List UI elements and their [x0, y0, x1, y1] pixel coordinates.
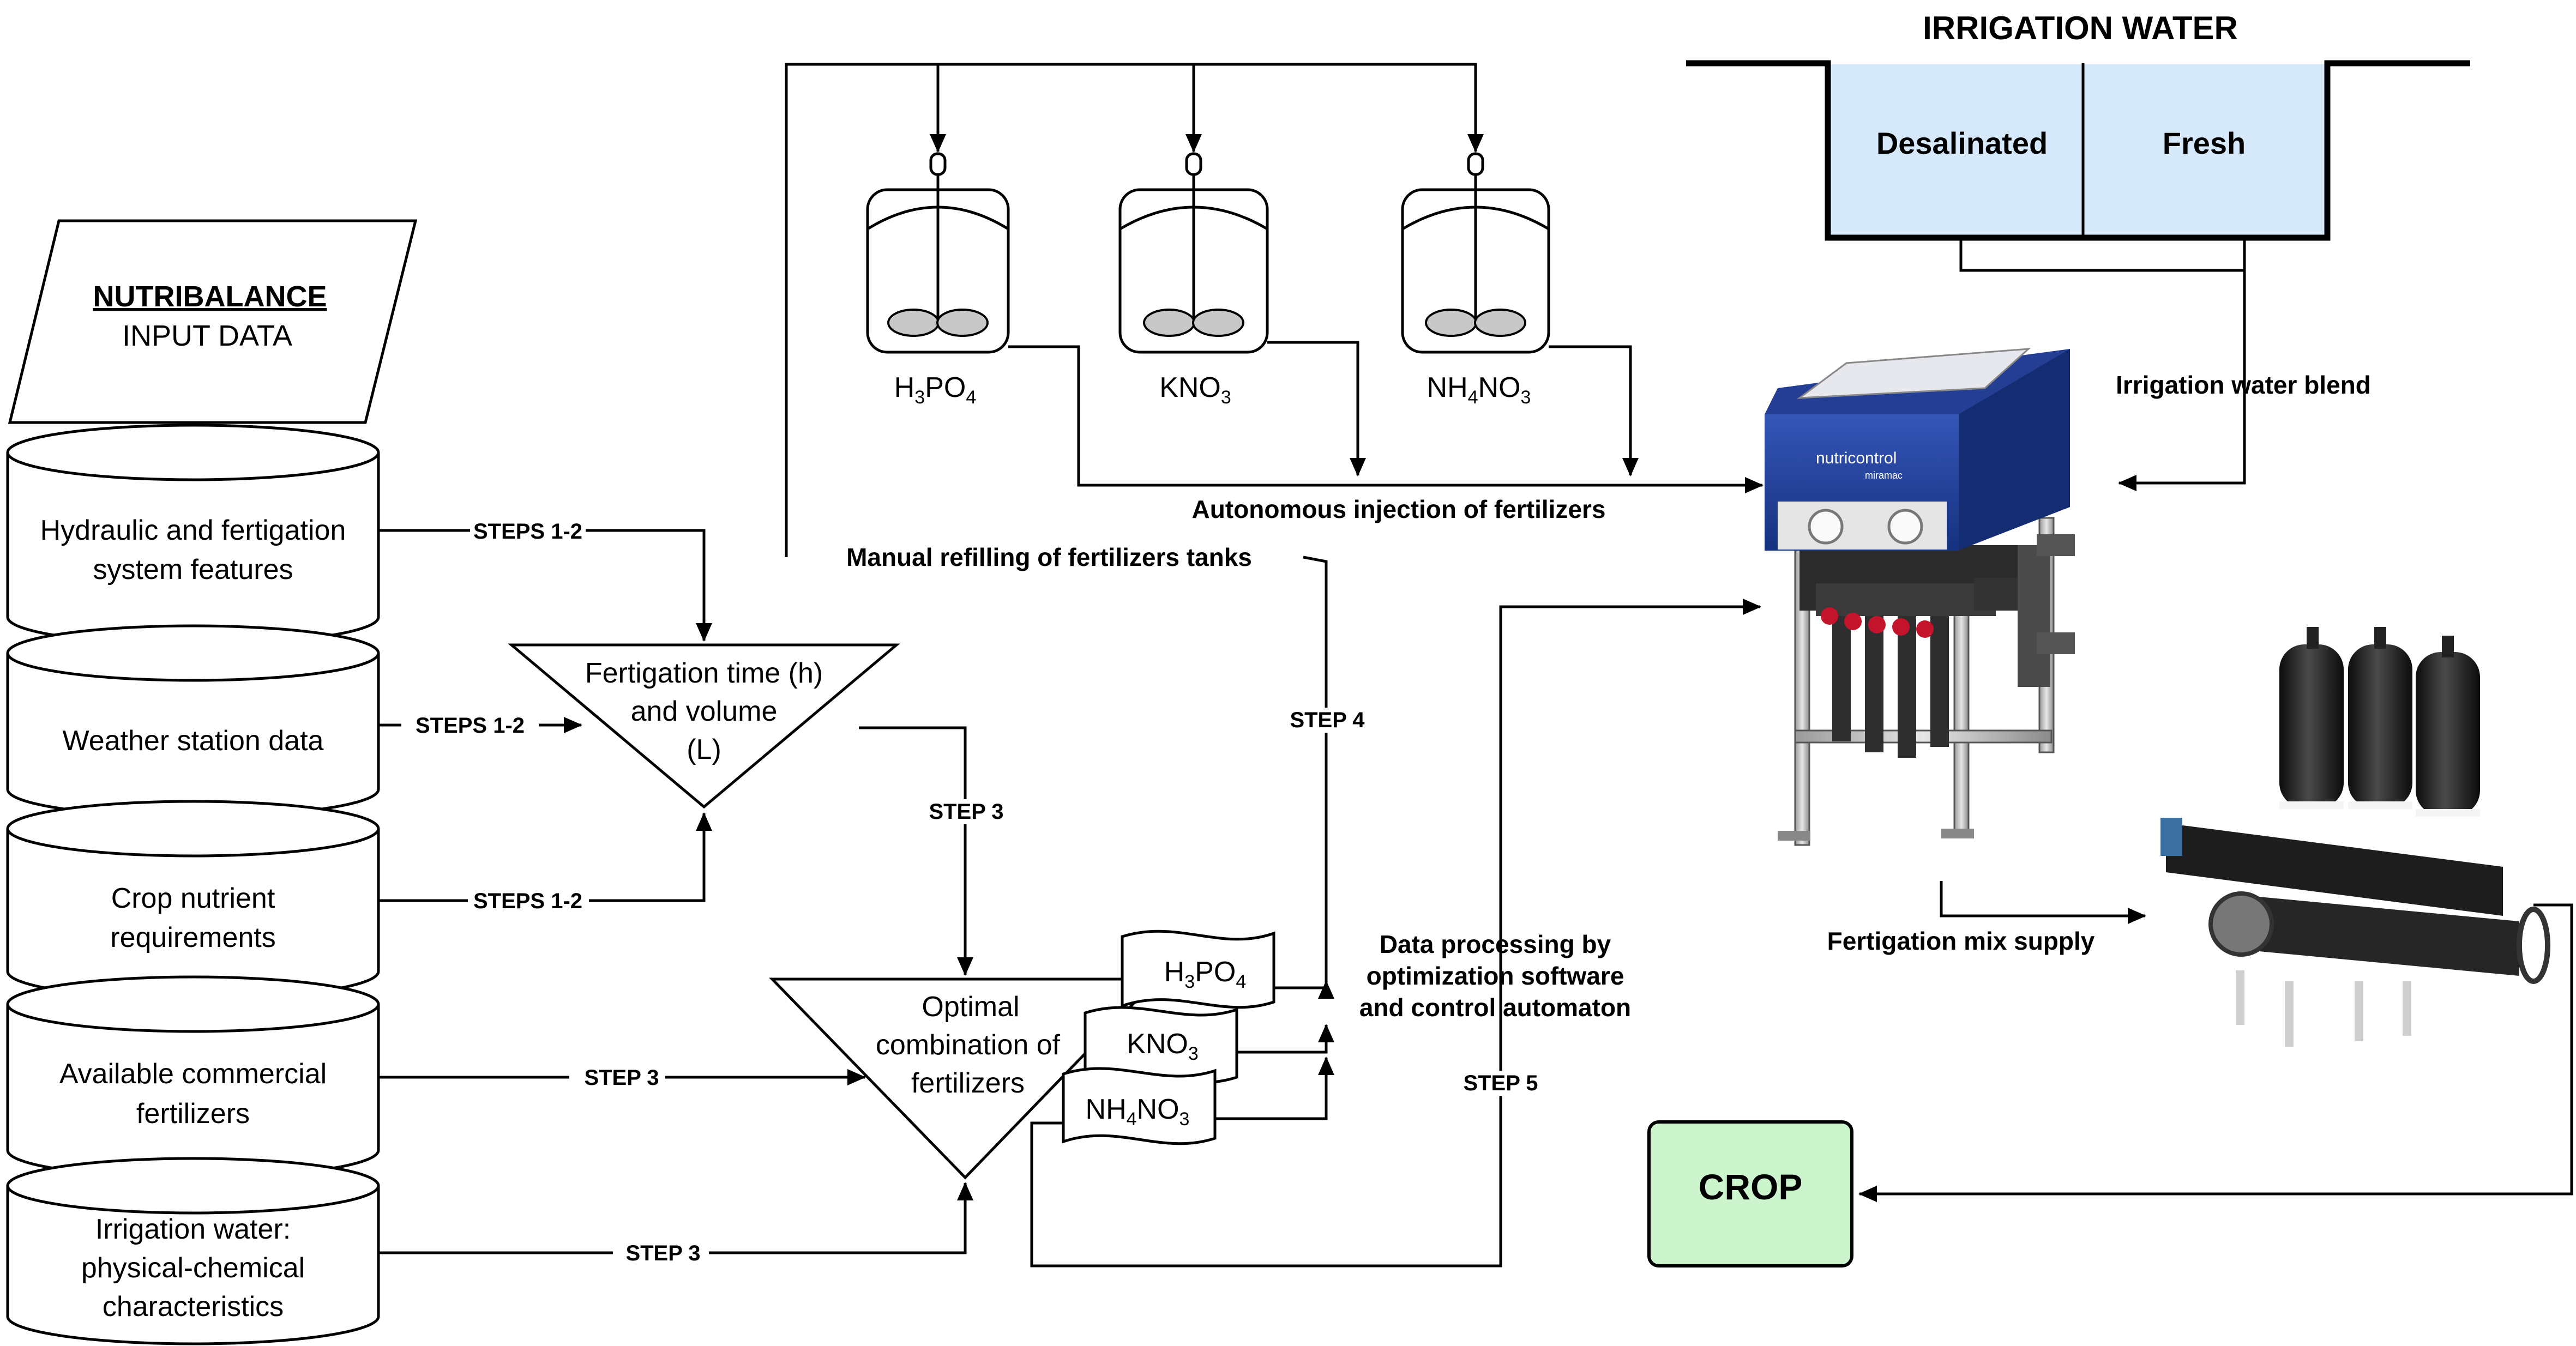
fresh-label: Fresh: [2163, 126, 2246, 160]
tank-nh4no3-label: NH4NO3: [1427, 372, 1531, 408]
database-crop-nutrient-line2: requirements: [110, 922, 275, 953]
fertigation-time-line1: Fertigation time (h): [585, 657, 823, 689]
fertigation-time-line2: and volume: [631, 696, 778, 727]
tank-kno3: KNO3: [1118, 152, 1269, 408]
optimal-combination-node: Optimal combination of fertilizers: [769, 977, 1160, 1180]
database-weather-line1: Weather station data: [63, 725, 324, 757]
disk-filters-image: [2160, 627, 2550, 1047]
desalinated-label: Desalinated: [1876, 126, 2048, 160]
database-fertilizers-line1: Available commercial: [59, 1058, 327, 1090]
optimal-line3: fertilizers: [911, 1067, 1025, 1099]
database-crop-nutrient: Crop nutrient requirements: [6, 800, 380, 1000]
crop-label: CROP: [1699, 1167, 1803, 1207]
database-irrigation-water-line3: characteristics: [103, 1291, 284, 1323]
data-processing-label-3: and control automaton: [1359, 993, 1631, 1022]
step-label-6: STEP 3: [625, 1241, 700, 1265]
step-label-1: STEPS 1-2: [473, 520, 582, 544]
step-label-4: STEP 3: [929, 800, 1003, 824]
tank-kno3-label: KNO3: [1159, 372, 1231, 408]
irrigation-blend-label: Irrigation water blend: [2116, 371, 2371, 399]
fertigation-time-node: Fertigation time (h) and volume (L): [508, 643, 900, 809]
fertigation-mix-supply-label: Fertigation mix supply: [1827, 927, 2095, 955]
database-fertilizers: Available commercial fertilizers: [6, 975, 380, 1179]
input-subtitle: INPUT DATA: [122, 319, 292, 352]
data-processing-label-2: optimization software: [1367, 962, 1624, 990]
step-label-5: STEP 3: [584, 1066, 659, 1090]
database-weather: Weather station data: [6, 624, 380, 818]
irrigation-water-reservoir: IRRIGATION WATER Desalinated Fresh: [1686, 10, 2470, 241]
tank-h3po4-label: H3PO4: [894, 372, 977, 408]
tank-h3po4: H3PO4: [866, 152, 1010, 408]
database-hydraulic: Hydraulic and fertigation system feature…: [6, 424, 380, 646]
database-irrigation-water: Irrigation water: physical-chemical char…: [6, 1157, 380, 1345]
tank-nh4no3: NH4NO3: [1401, 152, 1550, 408]
autonomous-injection-label: Autonomous injection of fertilizers: [1191, 495, 1605, 523]
controller-brand: nutricontrol: [1816, 449, 1897, 467]
doc-kno3: KNO3: [1084, 1006, 1238, 1084]
database-irrigation-water-line1: Irrigation water:: [95, 1214, 291, 1245]
step-label-7: STEP 4: [1290, 708, 1365, 732]
step-label-8: STEP 5: [1463, 1071, 1538, 1095]
data-processing-label-1: Data processing by: [1380, 930, 1611, 958]
input-data-block: NUTRIBALANCE INPUT DATA: [8, 219, 418, 424]
database-crop-nutrient-line1: Crop nutrient: [111, 883, 275, 914]
database-hydraulic-line1: Hydraulic and fertigation: [40, 515, 346, 546]
doc-h3po4-label: H3PO4: [1164, 956, 1247, 992]
step-labels: STEPS 1-2 STEPS 1-2 STEPS 1-2 STEP 3 STE…: [401, 518, 1548, 1266]
desalinated-compartment: [1828, 64, 2083, 238]
input-title: NUTRIBALANCE: [93, 280, 327, 313]
manual-refilling-label: Manual refilling of fertilizers tanks: [846, 543, 1252, 571]
step-label-2: STEPS 1-2: [416, 714, 525, 738]
fresh-compartment: [2083, 64, 2327, 238]
optimal-line1: Optimal: [922, 991, 1019, 1023]
fertigation-controller-image: nutricontrol miramac: [1765, 348, 2075, 846]
doc-nh4no3-label: NH4NO3: [1086, 1094, 1190, 1130]
doc-nh4no3: NH4NO3: [1062, 1067, 1217, 1145]
irrigation-water-title: IRRIGATION WATER: [1923, 10, 2238, 46]
database-hydraulic-line2: system features: [93, 554, 293, 586]
fertigation-time-line3: (L): [687, 734, 721, 765]
optimal-line2: combination of: [876, 1029, 1061, 1061]
database-fertilizers-line2: fertilizers: [136, 1098, 250, 1130]
doc-kno3-label: KNO3: [1127, 1028, 1199, 1064]
database-irrigation-water-line2: physical-chemical: [81, 1252, 305, 1284]
doc-h3po4: H3PO4: [1121, 929, 1275, 1009]
step-label-3: STEPS 1-2: [473, 889, 582, 913]
controller-model: miramac: [1865, 470, 1903, 481]
crop-box: CROP: [1647, 1120, 1853, 1267]
